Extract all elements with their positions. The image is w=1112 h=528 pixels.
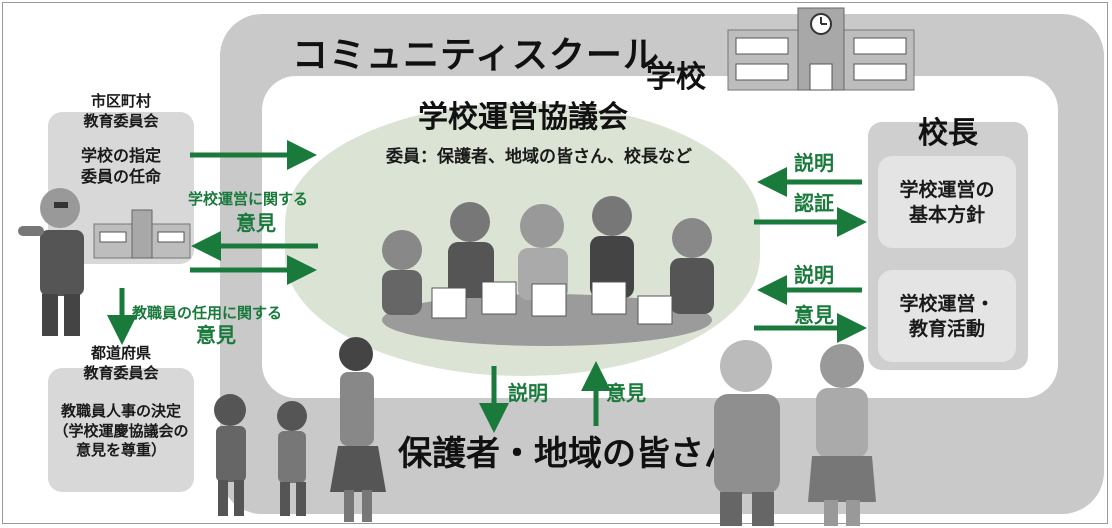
board-officer-figure (18, 188, 84, 336)
prefectural-board-body: 教職員人事の決定 （学校運慶協議会の 意見を尊重） (53, 402, 189, 459)
activity-box-text: 学校運営・ 教育活動 (899, 293, 995, 340)
principal-explain-label-1: 説明 (794, 151, 834, 175)
staff-appointment-label-bottom: 意見 (196, 323, 236, 347)
principal-explain-label-2: 説明 (794, 263, 834, 287)
school-label: 学校 (646, 60, 706, 95)
municipal-board-body: 学校の指定 委員の任命 (80, 146, 161, 186)
school-building-icon (727, 7, 915, 91)
policy-box-text: 学校運営の 基本方針 (899, 179, 995, 226)
elderly-figures (714, 340, 876, 526)
principal-opinion-label: 意見 (794, 303, 834, 327)
prefectural-board-box (48, 368, 194, 492)
council-title: 学校運営協議会 (418, 100, 628, 135)
meeting-illustration (382, 196, 714, 346)
school-operation-label-top: 学校運営に関する (188, 190, 309, 208)
school-operation-label-bottom: 意見 (236, 211, 276, 235)
municipal-board-title: 市区町村 教育委員会 (83, 92, 159, 130)
principal-approve-label: 認証 (794, 191, 834, 215)
community-school-title: コミュニティスクール (292, 35, 660, 76)
prefectural-board-title: 都道府県 教育委員会 (83, 344, 159, 382)
activity-box (878, 270, 1016, 362)
staff-appointment-label-top: 教職員の任用に関する (132, 304, 283, 322)
principal-title: 校長 (918, 116, 978, 151)
policy-box (878, 156, 1016, 248)
council-members: 委員：保護者、地域の皆さん、校長など (386, 147, 692, 167)
municipal-building-icon (93, 209, 191, 259)
community-opinion-label: 意見 (606, 381, 646, 405)
parents-children-figures (214, 337, 386, 522)
community-explain-label: 説明 (508, 381, 548, 405)
community-label: 保護者・地域の皆さん (398, 434, 738, 474)
